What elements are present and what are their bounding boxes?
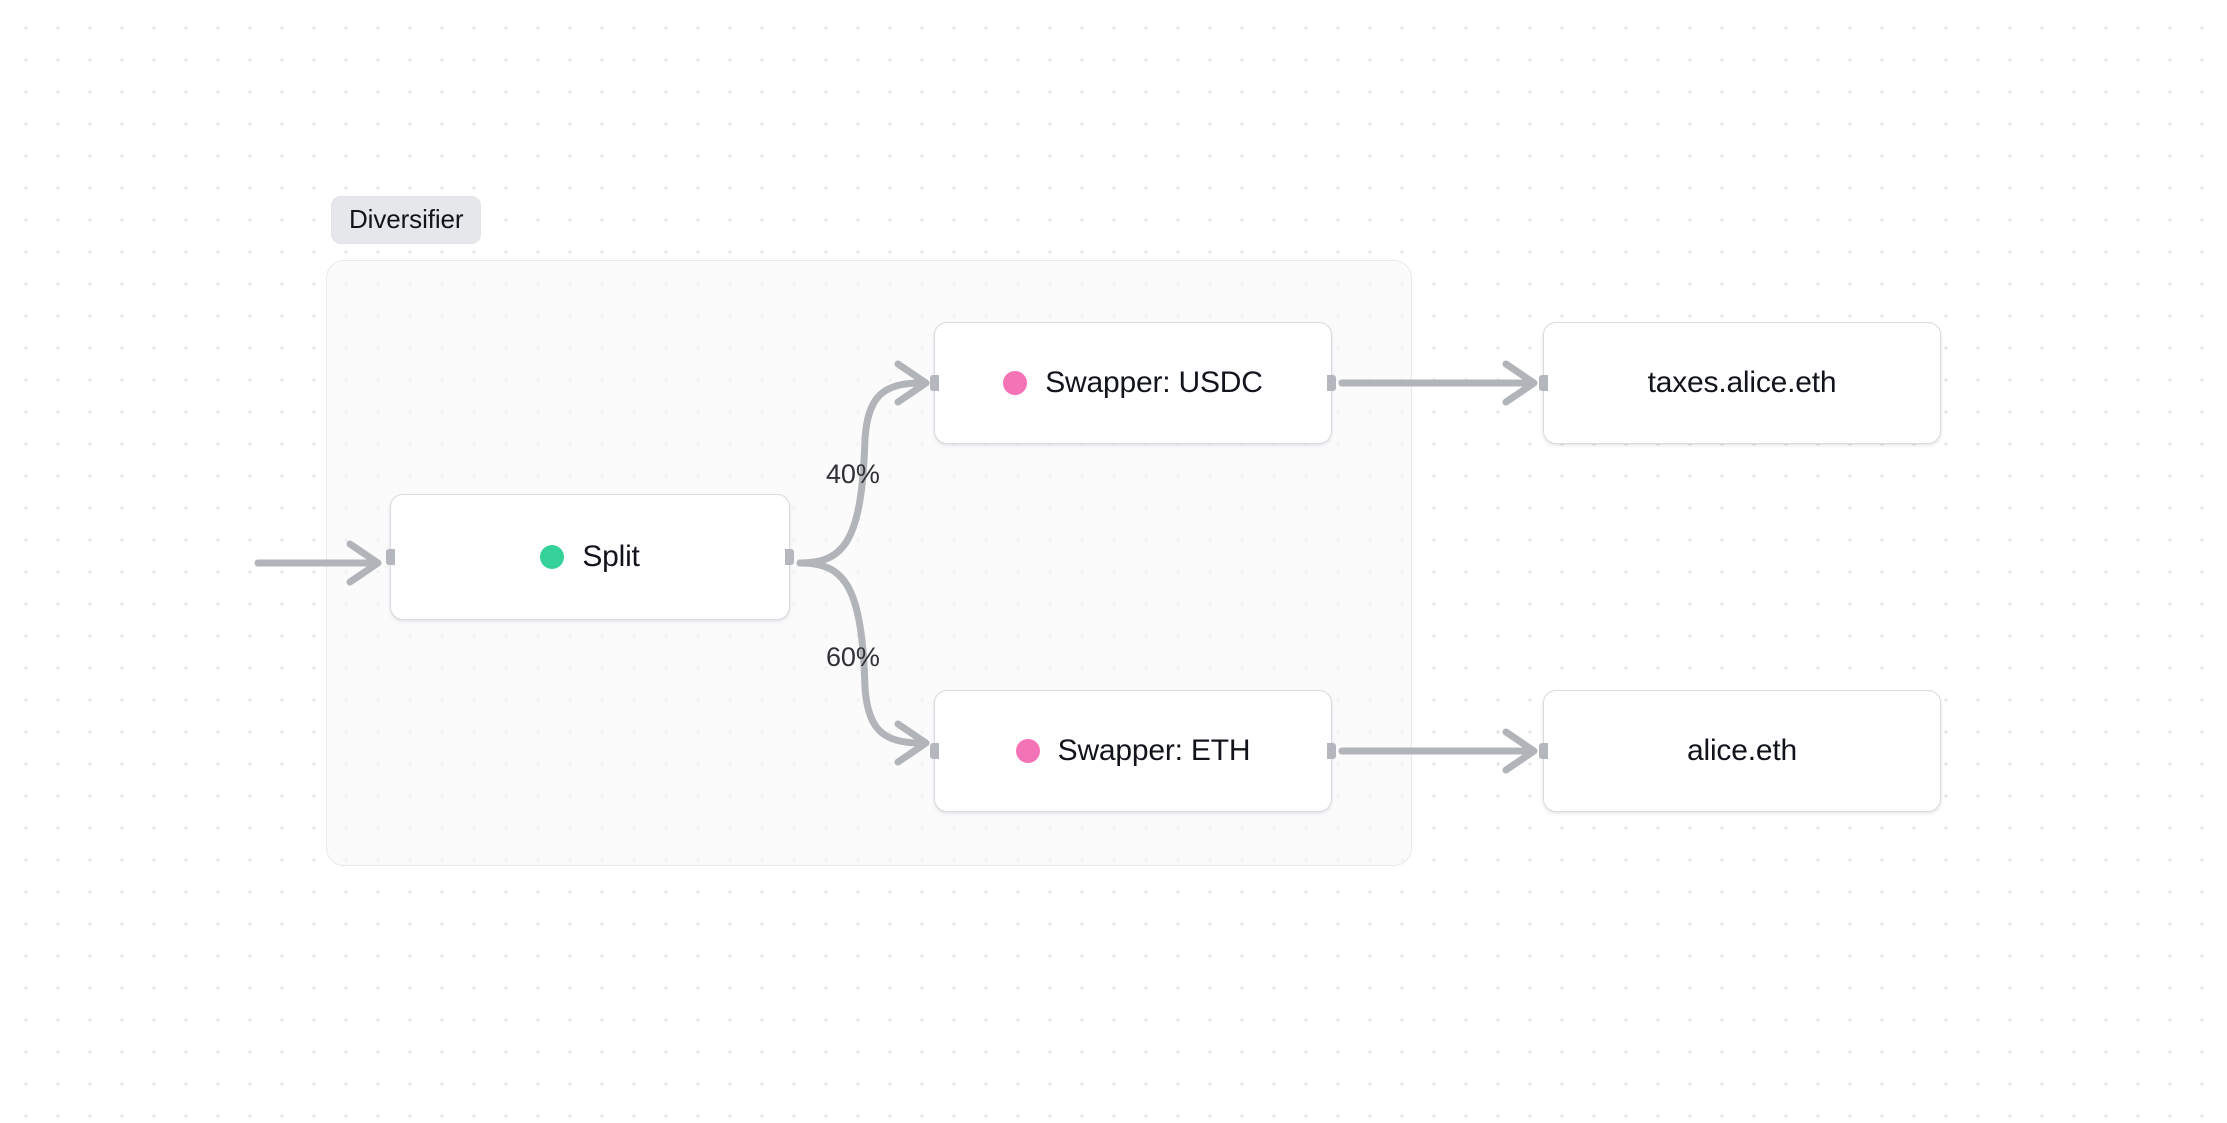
- status-dot-pink-icon: [1003, 371, 1028, 395]
- input-handle[interactable]: [930, 375, 939, 391]
- node-label-taxes-alice-eth: taxes.alice.eth: [1647, 366, 1837, 399]
- node-label-swapper-usdc: Swapper: USDC: [1045, 366, 1263, 399]
- node-swapper-eth[interactable]: Swapper: ETH: [930, 690, 1336, 812]
- node-alice-eth[interactable]: alice.eth: [1539, 690, 1941, 812]
- group-label-diversifier[interactable]: Diversifier: [331, 196, 482, 244]
- status-dot-green-icon: [540, 545, 565, 569]
- output-handle[interactable]: [1327, 375, 1336, 391]
- node-label-swapper-eth: Swapper: ETH: [1057, 734, 1251, 767]
- node-split[interactable]: Split: [386, 494, 794, 620]
- node-label-alice-eth: alice.eth: [1687, 734, 1797, 767]
- node-label-split: Split: [582, 540, 640, 573]
- output-handle[interactable]: [1327, 743, 1336, 759]
- input-handle[interactable]: [1539, 743, 1548, 759]
- node-taxes-alice-eth[interactable]: taxes.alice.eth: [1539, 322, 1941, 444]
- edge-label-split-to-usdc[interactable]: 40%: [826, 459, 880, 489]
- node-swapper-usdc[interactable]: Swapper: USDC: [930, 322, 1336, 444]
- input-handle[interactable]: [386, 549, 395, 565]
- status-dot-pink-icon: [1015, 739, 1040, 763]
- input-handle[interactable]: [1539, 375, 1548, 391]
- output-handle[interactable]: [785, 549, 794, 565]
- edge-label-split-to-eth[interactable]: 60%: [826, 642, 880, 672]
- input-handle[interactable]: [930, 743, 939, 759]
